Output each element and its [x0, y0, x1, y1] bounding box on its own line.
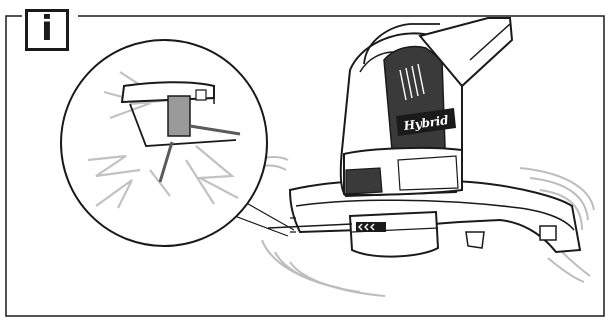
guard-slot: [540, 226, 556, 240]
info-symbol: i: [41, 12, 53, 46]
direction-arrows-icon: [356, 222, 386, 232]
guard-tab: [466, 232, 484, 248]
spool-head: [350, 212, 438, 257]
detail-callout-icon: [61, 40, 267, 246]
info-icon: i: [25, 9, 69, 51]
info-badge: i: [22, 6, 76, 56]
